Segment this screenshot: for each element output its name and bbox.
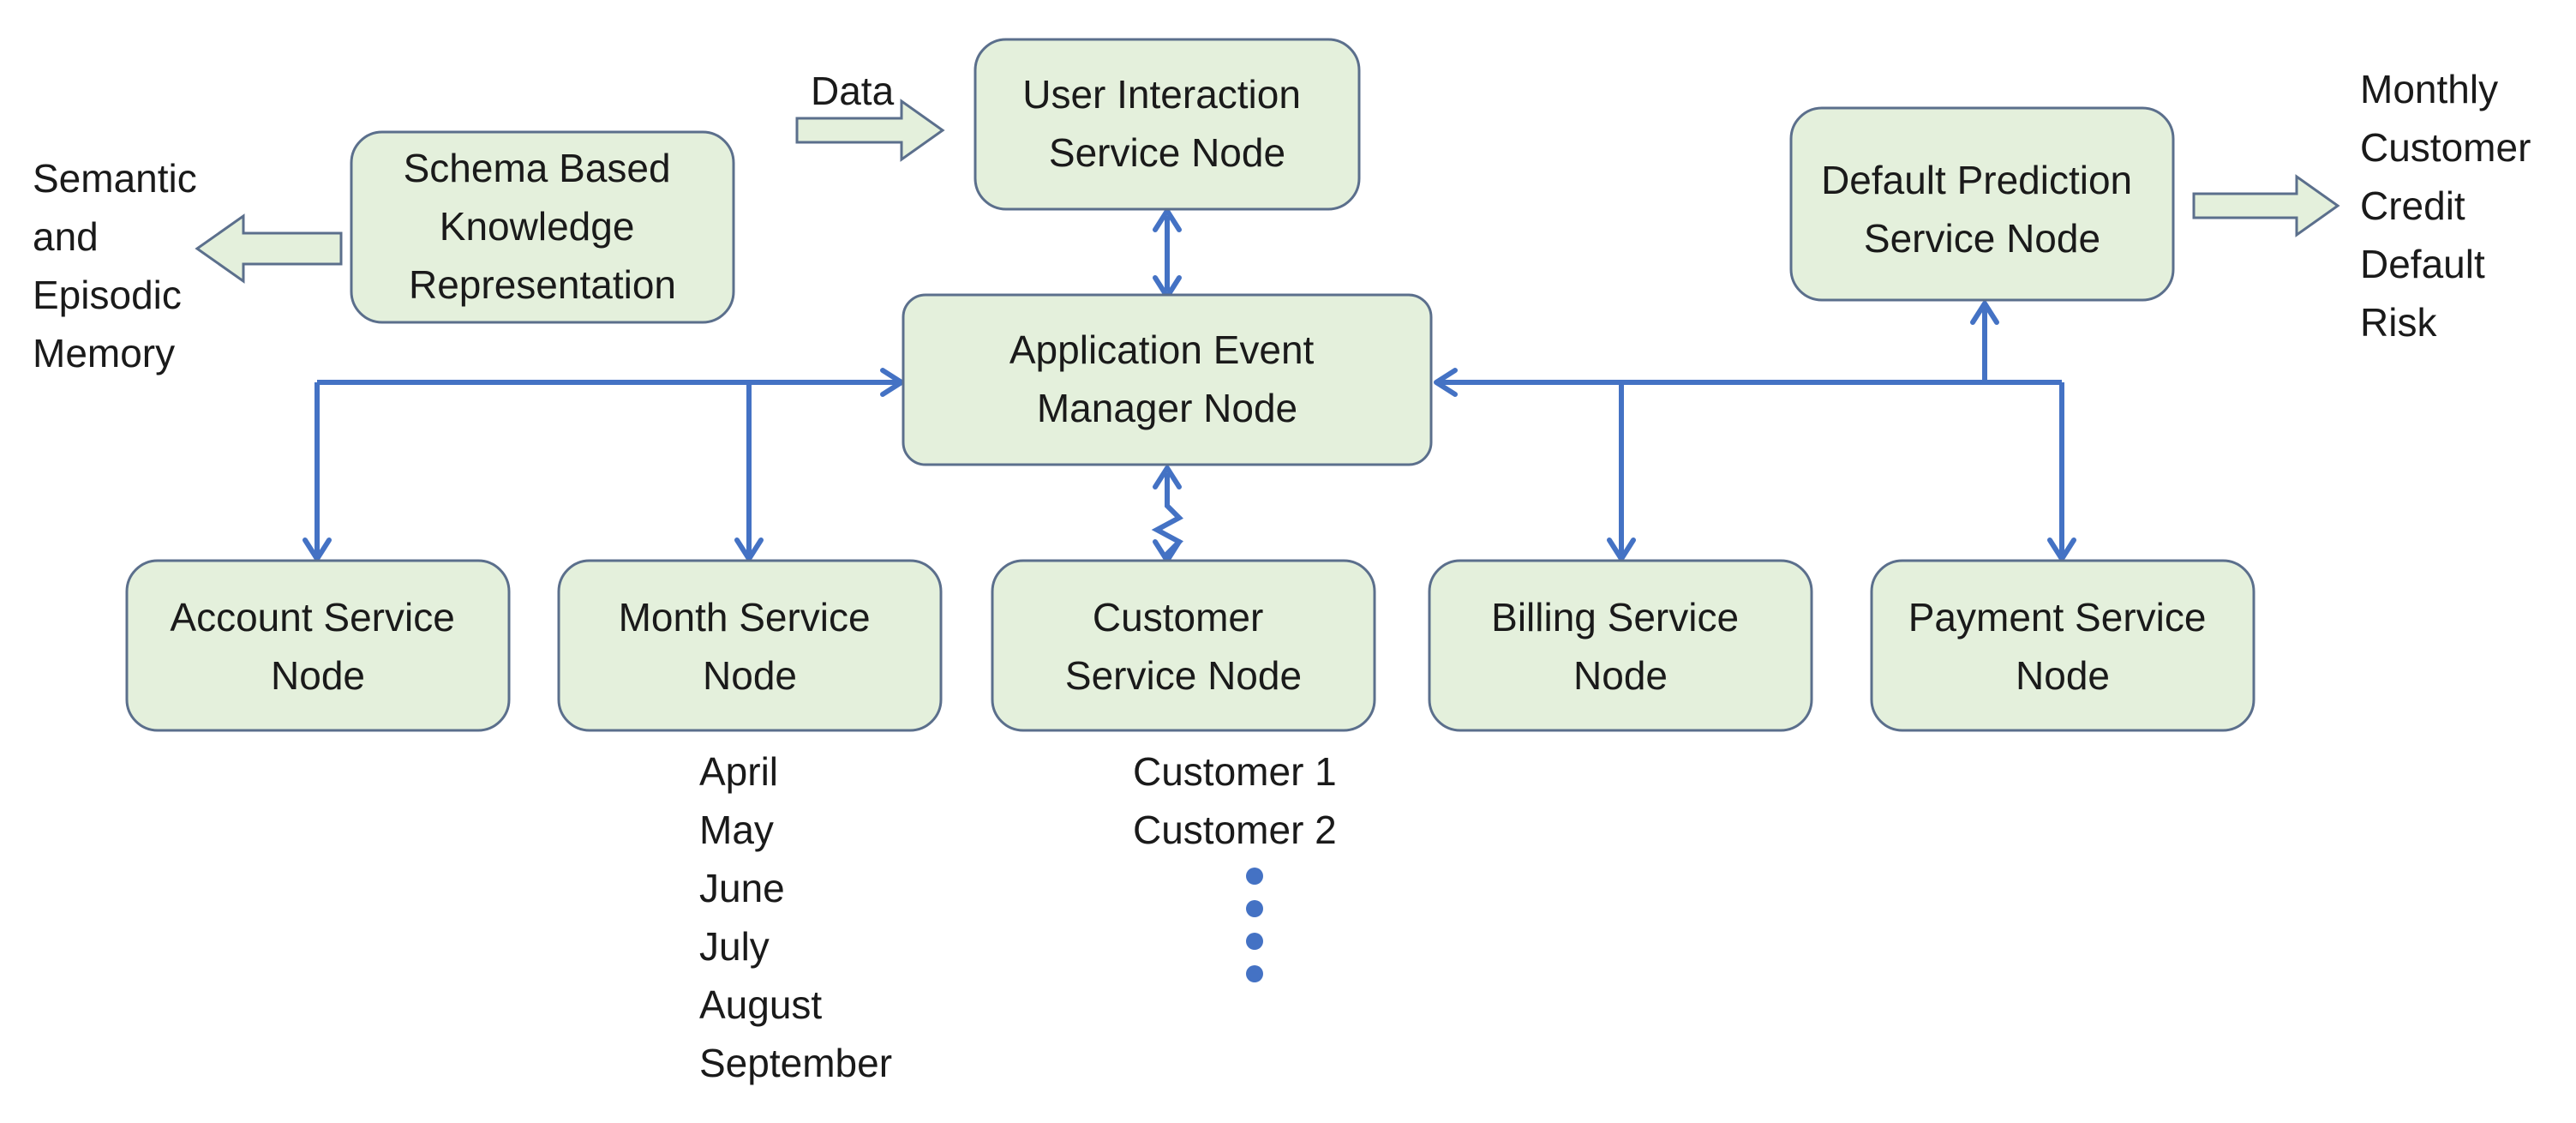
node-label-line: Representation (409, 262, 676, 307)
svg-text:Billing Service Node: Billing Service Node (1491, 595, 1750, 698)
continuation-dot (1246, 900, 1263, 917)
arrowhead-down-month (734, 537, 764, 562)
risk-output-arrow (2192, 174, 2340, 237)
node-label-line: Service Node (1065, 653, 1302, 698)
node-box (1789, 106, 2175, 302)
node-payment-service: Payment Service Node (1870, 559, 2255, 732)
node-box (902, 293, 1433, 466)
data-input-arrow (795, 99, 945, 162)
arrowhead-down-billing (1607, 537, 1636, 562)
memory-label-line: and (33, 214, 99, 259)
memory-label-line: Semantic (33, 156, 197, 201)
node-default-prediction: Default Prediction Service Node (1789, 106, 2175, 302)
node-label-line: Node (271, 653, 365, 698)
arrowhead-down-account (303, 537, 332, 562)
node-label-line: Application Event (1009, 327, 1315, 372)
risk-label-line: Monthly (2360, 67, 2498, 111)
node-label-line: Billing Service (1491, 595, 1739, 640)
memory-label-line: Episodic (33, 273, 182, 317)
node-box (991, 559, 1376, 732)
node-app-event-manager: Application Event Manager Node (902, 293, 1433, 466)
risk-label-line: Default (2360, 242, 2485, 286)
node-billing-service: Billing Service Node (1428, 559, 1813, 732)
arrowhead-into-event-manager-right (1434, 368, 1458, 397)
node-label-line: Customer (1093, 595, 1263, 640)
month-item: September (699, 1041, 892, 1085)
node-label-line: Knowledge (440, 204, 635, 249)
arrowhead-up-user (1153, 208, 1182, 232)
month-item: August (699, 982, 822, 1027)
node-box (973, 38, 1361, 211)
arrowhead-down-payment (2047, 537, 2076, 562)
memory-label: Semantic and Episodic Memory (33, 156, 208, 375)
risk-label-line: Risk (2360, 300, 2437, 345)
svg-text:Schema Based Knowledge: Schema Based Knowledge Representation (404, 146, 682, 307)
memory-output-arrow (195, 213, 343, 284)
svg-text:Account Service Node: Account Service Node (170, 595, 465, 698)
customer-item: Customer 2 (1133, 808, 1337, 852)
month-item: July (699, 924, 770, 969)
continuation-dots (1246, 868, 1263, 982)
arrowhead-up-default-prediction (1970, 301, 1999, 325)
month-item: May (699, 808, 774, 852)
data-label: Data (811, 69, 895, 113)
node-label-line: Schema Based (404, 146, 671, 190)
svg-text:Customer Service Node: Customer Service Node (1065, 595, 1302, 698)
node-label-line: Service Node (1049, 130, 1285, 175)
svg-text:Application Event Manage: Application Event Manager Node (1009, 327, 1325, 430)
customer-item: Customer 1 (1133, 749, 1337, 794)
svg-text:Payment Service Node: Payment Service Node (1908, 595, 2217, 698)
svg-text:Month Service Node: Month Service Node (619, 595, 882, 698)
node-label-line: User Interaction (1022, 72, 1301, 117)
node-label-line: Payment Service (1908, 595, 2207, 640)
month-list: April May June July August September (699, 749, 892, 1085)
risk-label-line: Credit (2360, 183, 2465, 228)
continuation-dot (1246, 868, 1263, 885)
node-account-service: Account Service Node (125, 559, 511, 732)
arrowhead-into-event-manager-left (880, 368, 904, 397)
link-event-manager-to-customer (1151, 473, 1183, 557)
node-label-line: Node (2016, 653, 2110, 698)
node-label-line: Default Prediction (1821, 158, 2132, 202)
connectors (303, 208, 2076, 563)
month-item: June (699, 866, 785, 910)
arrowhead-up-event-manager (1153, 465, 1182, 489)
continuation-dot (1246, 965, 1263, 982)
node-label-line: Month Service (619, 595, 871, 640)
svg-text:User Interaction Service: User Interaction Service Node (1022, 72, 1311, 175)
node-schema-knowledge: Schema Based Knowledge Representation (350, 130, 735, 324)
risk-label-line: Customer (2360, 125, 2531, 170)
node-box (125, 559, 511, 732)
month-item: April (699, 749, 778, 794)
node-box (1870, 559, 2255, 732)
node-label-line: Node (703, 653, 797, 698)
node-label-line: Manager Node (1037, 386, 1297, 430)
node-label-line: Service Node (1864, 216, 2100, 261)
node-box (350, 130, 735, 324)
node-label-line: Node (1573, 653, 1668, 698)
node-label-line: Account Service (170, 595, 454, 640)
svg-text:Default Prediction Servi: Default Prediction Service Node (1821, 158, 2143, 261)
node-box (557, 559, 943, 732)
risk-output-label: Monthly Customer Credit Default Risk (2360, 67, 2542, 345)
customer-list: Customer 1 Customer 2 (1133, 749, 1348, 852)
node-customer-service: Customer Service Node (991, 559, 1376, 732)
node-box (1428, 559, 1813, 732)
node-user-interaction: User Interaction Service Node (973, 38, 1361, 211)
continuation-dot (1246, 933, 1263, 950)
memory-label-line: Memory (33, 331, 175, 375)
node-month-service: Month Service Node (557, 559, 943, 732)
